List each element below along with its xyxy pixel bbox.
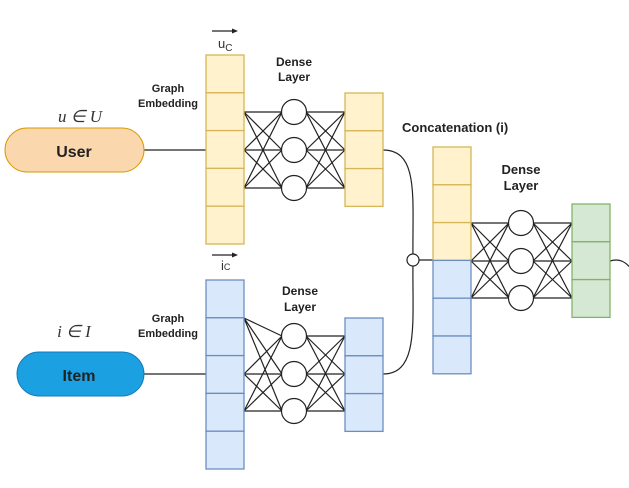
final-output-cell [571, 203, 611, 243]
item-embedding-cell [205, 354, 245, 395]
connection-line [243, 317, 283, 412]
connection-line [532, 222, 573, 299]
user-to-concat-curve [382, 149, 414, 261]
item-dense-output-cell [344, 355, 384, 395]
connection-line [243, 111, 283, 151]
dense-user-title-1: Dense [276, 55, 312, 69]
concat-vector-cell [432, 259, 472, 299]
concat-vector-cell [432, 221, 472, 262]
item-vector-arrowhead-icon [232, 252, 238, 258]
user-vector-label: uC [218, 36, 232, 54]
user-embedding-cell [205, 54, 245, 94]
connection-line [305, 111, 346, 151]
neuron [280, 98, 308, 126]
connection-line [243, 317, 283, 375]
user-node [4, 127, 145, 173]
user-vector-arrowhead-icon [232, 28, 238, 34]
shapes [205, 54, 611, 470]
connection-line [470, 222, 510, 299]
output-line [609, 259, 629, 268]
final-output-cell [571, 241, 611, 281]
user-embedding-cell [205, 167, 245, 207]
user-dense-output-cell [344, 130, 384, 170]
connection-line [243, 149, 283, 189]
neuron [507, 209, 535, 237]
item-embedding-cell [205, 392, 245, 432]
item-embedding-cell [205, 430, 245, 470]
concat-vector-cell [432, 335, 472, 375]
item-label: Item [63, 368, 96, 385]
neuron [280, 360, 308, 388]
concatenation-label: Concatenation (i) [402, 120, 508, 135]
neuron [280, 136, 308, 164]
connection-line [305, 335, 346, 375]
connection-line [243, 335, 283, 412]
connection-line [243, 317, 283, 337]
connection-line [532, 260, 573, 299]
concat-vector-cell [432, 146, 472, 186]
connection-line [243, 373, 283, 412]
final-output-cell [571, 278, 611, 319]
connection-line [243, 335, 283, 375]
neuron [507, 284, 535, 312]
connection-line [470, 222, 510, 262]
connection-line [243, 111, 283, 189]
item-set-label: i ∈ I [57, 322, 92, 341]
item-to-concat-curve [382, 259, 414, 375]
connection-line [305, 373, 346, 412]
item-embedding-cell [205, 279, 245, 319]
item-embedding-cell [205, 317, 245, 357]
user-embedding-cell [205, 92, 245, 132]
item-dense-output-cell [344, 392, 384, 433]
dense-final-title-2: Layer [504, 178, 539, 193]
connection-line [470, 260, 510, 299]
user-embedding-caption-1: Graph [152, 83, 185, 95]
user-set-label: u ∈ U [58, 107, 104, 126]
concat-vector-cell [432, 184, 472, 224]
connections [144, 111, 629, 412]
user-embedding-cell [205, 129, 245, 170]
item-dense-output-cell [344, 317, 384, 357]
item-embedding-caption-1: Graph [152, 313, 185, 325]
user-embedding-cell [205, 205, 245, 245]
dense-item-title-1: Dense [282, 284, 318, 298]
connection-line [305, 111, 346, 189]
dense-item-title-2: Layer [284, 300, 316, 314]
neuron [280, 397, 308, 425]
connection-line [305, 335, 346, 412]
dense-user-title-2: Layer [278, 70, 310, 84]
neuron [507, 247, 535, 275]
concat-operator-icon [406, 253, 420, 267]
connection-line [305, 149, 346, 189]
user-dense-output-cell [344, 92, 384, 132]
item-node [16, 351, 145, 397]
neuron [280, 322, 308, 350]
item-vector-label: iC [221, 258, 231, 273]
neuron [280, 174, 308, 202]
connection-line [532, 222, 573, 262]
dense-final-title-1: Dense [501, 162, 540, 177]
concat-vector-cell [432, 297, 472, 337]
item-embedding-caption-2: Embedding [138, 328, 198, 340]
user-dense-output-cell [344, 167, 384, 208]
user-label: User [56, 144, 92, 161]
user-embedding-caption-2: Embedding [138, 98, 198, 110]
